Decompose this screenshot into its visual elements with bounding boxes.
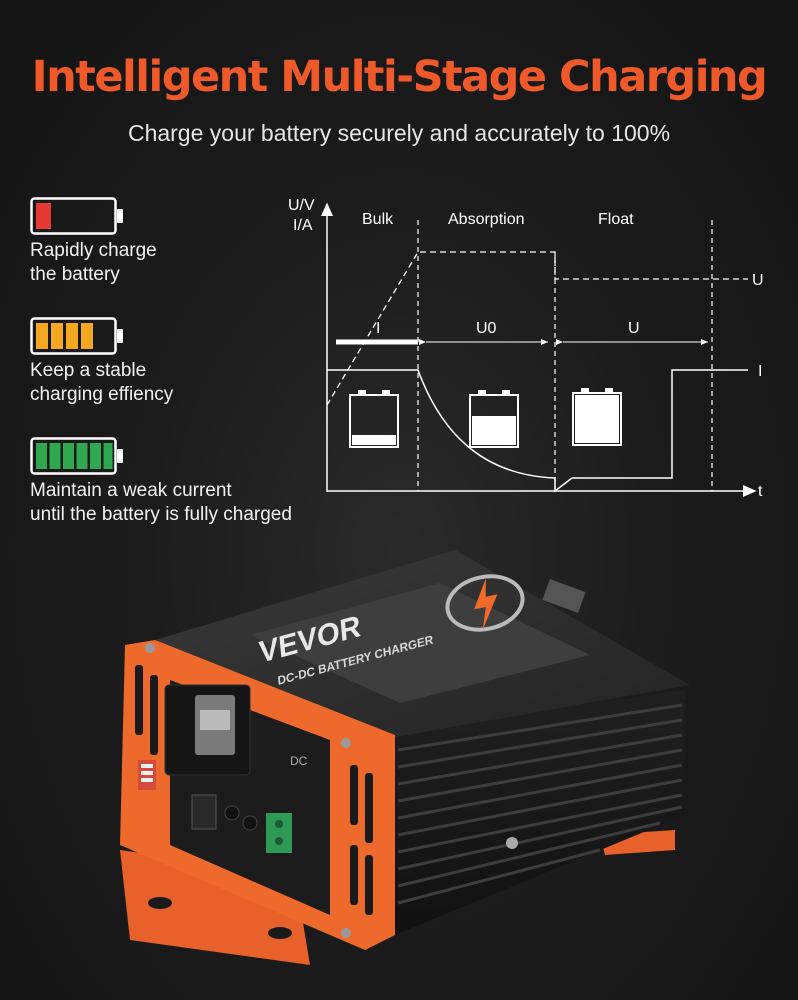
- battery-fill: [575, 395, 619, 443]
- indicator-led: [242, 815, 258, 831]
- battery-cell: [36, 443, 47, 469]
- battery-cell: [76, 443, 88, 469]
- screw: [145, 643, 155, 653]
- stage-float: Maintain a weak current until the batter…: [30, 437, 292, 527]
- page-subtitle: Charge your battery securely and accurat…: [127, 120, 671, 146]
- battery-fill: [472, 416, 516, 445]
- screw: [506, 837, 518, 849]
- phase-label-bulk: Bulk: [362, 211, 394, 228]
- terminal-connector: [266, 813, 292, 853]
- y-axis-label-voltage: U/V: [288, 197, 315, 214]
- battery-charger-product: VEVOR DC-DC BATTERY CHARGER DC: [120, 550, 690, 965]
- lightning-logo-icon: [445, 574, 525, 632]
- float-voltage-label: U: [628, 320, 640, 337]
- page-title: Intelligent Multi-Stage Charging: [31, 52, 768, 102]
- phase-label-absorption: Absorption: [448, 211, 525, 228]
- battery-cell: [36, 323, 48, 349]
- battery-fill: [36, 203, 51, 229]
- heatsink-fins: [397, 703, 683, 905]
- battery-medium-icon: [30, 317, 123, 355]
- battery-cell: [49, 443, 61, 469]
- stage-float-line1: Maintain a weak current: [30, 480, 232, 501]
- stage-bulk-line1: Rapidly charge: [30, 240, 157, 261]
- stage-absorption-line2: charging effiency: [30, 384, 174, 405]
- stage-float-line2: until the battery is fully charged: [30, 504, 292, 525]
- dip-switch: [138, 760, 156, 790]
- battery-cell: [90, 443, 101, 469]
- stage-absorption: Keep a stable charging effiency: [30, 317, 173, 407]
- battery-cell: [66, 323, 78, 349]
- current-curve: [327, 369, 748, 493]
- terminal-block: [542, 579, 586, 613]
- voltage-label-right: U: [752, 272, 764, 289]
- stage-bulk: Rapidly charge the battery: [30, 197, 157, 287]
- current-label-right: I: [758, 363, 762, 380]
- label-plate: [250, 583, 590, 703]
- screw: [341, 738, 351, 748]
- battery-low-icon: [30, 197, 123, 235]
- rj-port: [191, 794, 217, 830]
- screw: [341, 928, 351, 938]
- stage-bulk-line2: the battery: [30, 264, 120, 285]
- battery-cell: [51, 323, 63, 349]
- charging-curve-diagram: U/V I/A t Bulk Absorption Float U I I U0…: [288, 197, 764, 500]
- power-connector: [164, 684, 251, 776]
- voltage-curve: [326, 251, 748, 406]
- phase-label-float: Float: [598, 211, 634, 228]
- battery-fill: [352, 435, 396, 445]
- bulk-current-label: I: [376, 320, 380, 337]
- absorption-voltage-label: U0: [476, 320, 497, 337]
- heatsink: [395, 690, 685, 935]
- diagram-battery-absorption-icon: [469, 390, 519, 448]
- stage-absorption-line1: Keep a stable: [30, 360, 147, 381]
- x-axis-label: t: [758, 483, 763, 500]
- indicator-led: [224, 805, 240, 821]
- y-axis-label-current: I/A: [293, 217, 313, 234]
- battery-full-icon: [30, 437, 123, 475]
- battery-cell: [81, 323, 93, 349]
- vent-slots: [135, 665, 373, 915]
- battery-cell: [63, 443, 74, 469]
- diagram-battery-float-icon: [572, 388, 622, 446]
- diagram-battery-bulk-icon: [349, 390, 399, 448]
- port-label: DC: [290, 754, 308, 768]
- battery-cell: [103, 443, 113, 469]
